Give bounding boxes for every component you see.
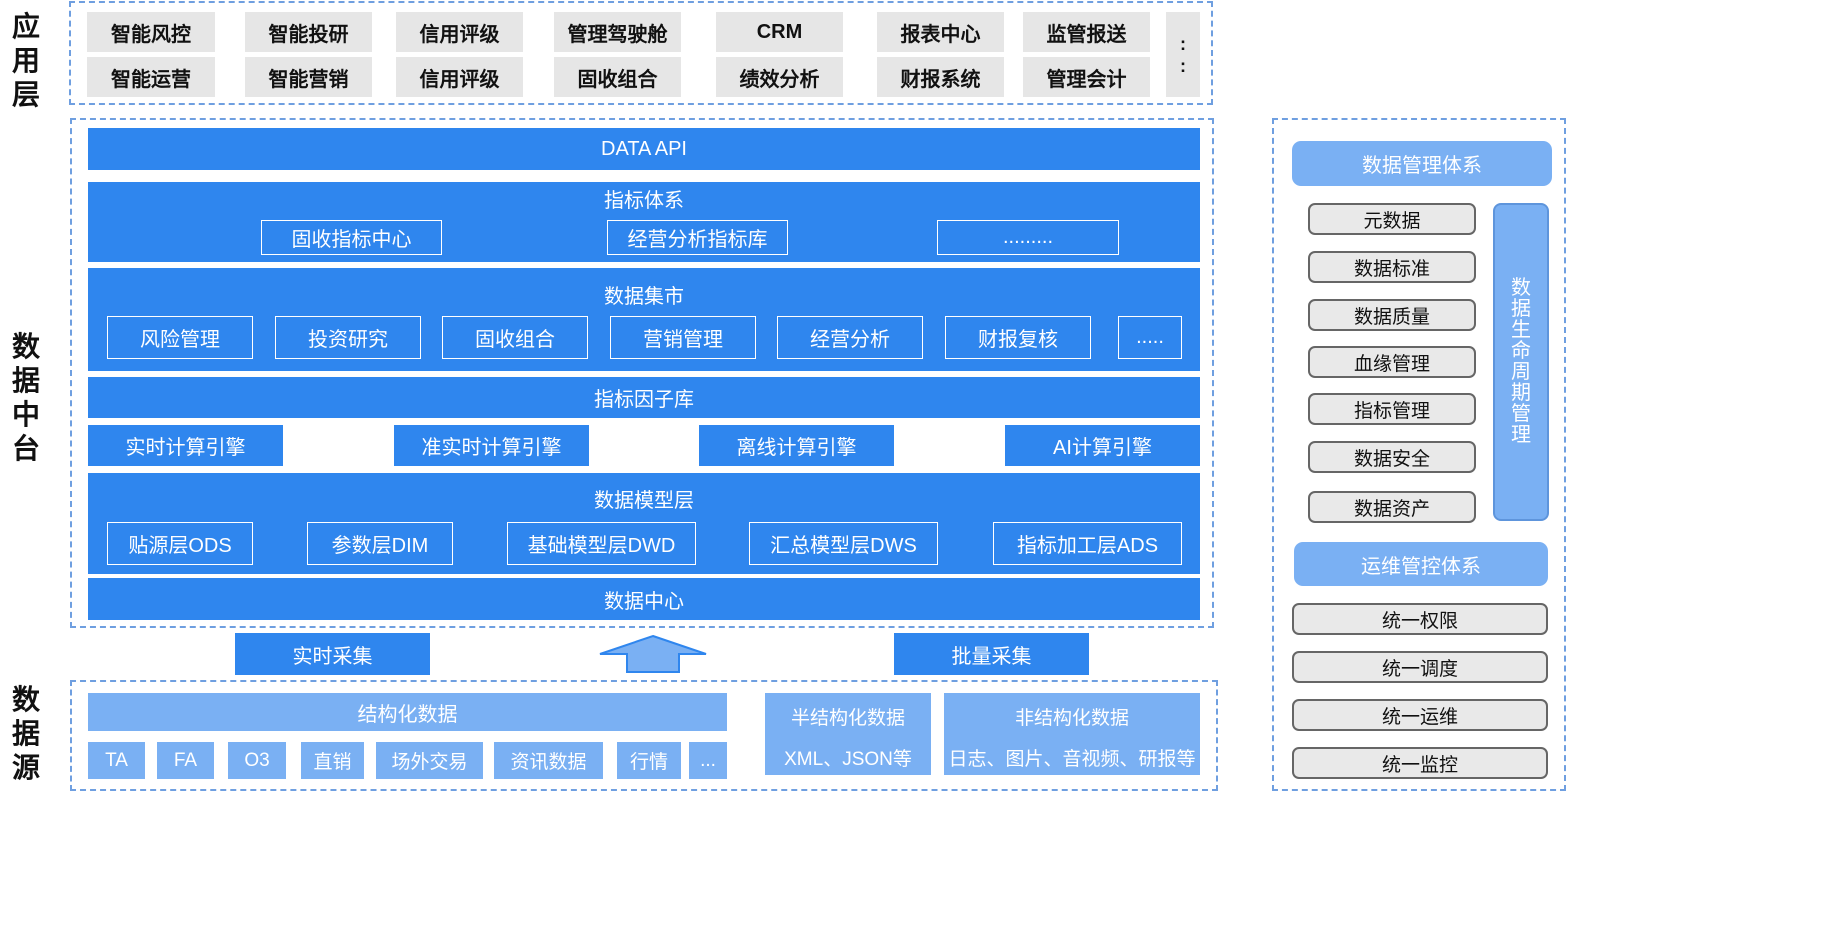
app-layer-frame — [69, 1, 1213, 105]
layer-label-source-text: 数据源 — [11, 684, 40, 783]
mgmt-item: 指标管理 — [1308, 393, 1476, 425]
indicator-item: 固收指标中心 — [261, 220, 442, 255]
mgmt-item: 数据质量 — [1308, 299, 1476, 331]
semi-structured-desc: XML、JSON等 — [784, 749, 912, 770]
data-mart-item: 营销管理 — [610, 316, 756, 359]
unstructured-panel: 非结构化数据 日志、图片、音视频、研报等 — [944, 693, 1200, 775]
app-row2-item: 固收组合 — [554, 57, 681, 97]
mgmt-item: 元数据 — [1308, 203, 1476, 235]
mgmt-system-header: 数据管理体系 — [1292, 141, 1552, 186]
layer-label-source: 数据源 — [8, 683, 44, 785]
source-item: ... — [689, 742, 727, 779]
model-layer-band: 数据模型层 贴源层ODS 参数层DIM 基础模型层DWD 汇总模型层DWS 指标… — [88, 473, 1200, 574]
semi-structured-panel: 半结构化数据 XML、JSON等 — [765, 693, 931, 775]
semi-structured-title: 半结构化数据 — [790, 708, 905, 729]
up-arrow-shape — [599, 634, 707, 673]
management-frame — [1272, 118, 1566, 791]
unstructured-desc: 日志、图片、音视频、研报等 — [948, 749, 1196, 770]
collect-batch: 批量采集 — [894, 633, 1089, 675]
ops-item: 统一权限 — [1292, 603, 1548, 635]
model-layer-title: 数据模型层 — [594, 490, 694, 512]
app-more: : : — [1166, 12, 1200, 97]
ops-item: 统一调度 — [1292, 651, 1548, 683]
layer-label-platform-text: 数据中台 — [11, 331, 40, 464]
indicator-item: ......... — [937, 220, 1119, 255]
data-mart-item: 经营分析 — [777, 316, 923, 359]
data-mart-item: 投资研究 — [275, 316, 421, 359]
engine-near-realtime: 准实时计算引擎 — [394, 425, 589, 466]
data-mart-item: 财报复核 — [945, 316, 1091, 359]
mgmt-item: 数据安全 — [1308, 441, 1476, 473]
structured-title: 结构化数据 — [88, 693, 727, 731]
source-item: 资讯数据 — [494, 742, 603, 779]
source-item: 行情 — [617, 742, 681, 779]
app-row1-item: 监管报送 — [1023, 12, 1150, 52]
unstructured-title: 非结构化数据 — [1014, 708, 1129, 729]
app-row2-item: 智能营销 — [245, 57, 372, 97]
layer-label-app-text: 应用层 — [11, 11, 40, 110]
source-item: TA — [88, 742, 145, 779]
data-center-bar: 数据中心 — [88, 578, 1200, 620]
app-row2-item: 绩效分析 — [716, 57, 843, 97]
layer-label-app: 应用层 — [8, 10, 44, 112]
app-row1-item: 智能风控 — [87, 12, 215, 52]
ops-item: 统一运维 — [1292, 699, 1548, 731]
layer-label-platform: 数据中台 — [8, 330, 44, 466]
model-layer-item: 贴源层ODS — [107, 522, 253, 565]
ops-system-header: 运维管控体系 — [1294, 542, 1548, 586]
mgmt-item: 数据资产 — [1308, 491, 1476, 523]
source-item: FA — [157, 742, 214, 779]
app-row1-item: 信用评级 — [396, 12, 523, 52]
data-mart-item: 风险管理 — [107, 316, 253, 359]
data-mart-band: 数据集市 风险管理 投资研究 固收组合 营销管理 经营分析 财报复核 ..... — [88, 268, 1200, 371]
engine-ai: AI计算引擎 — [1005, 425, 1200, 466]
app-row2-item: 管理会计 — [1023, 57, 1150, 97]
app-row1-item: 管理驾驶舱 — [554, 12, 681, 52]
source-item: 场外交易 — [376, 742, 483, 779]
source-frame — [70, 680, 1218, 791]
lifecycle-bar: 数据生命周期管理 — [1493, 203, 1549, 521]
platform-frame — [70, 118, 1214, 628]
lifecycle-text: 数据生命周期管理 — [1511, 277, 1531, 446]
data-api-bar: DATA API — [88, 128, 1200, 170]
app-row2-item: 智能运营 — [87, 57, 215, 97]
app-row1-item: 智能投研 — [245, 12, 372, 52]
factor-lib-bar: 指标因子库 — [88, 377, 1200, 418]
data-mart-item: ..... — [1118, 316, 1182, 359]
engine-realtime: 实时计算引擎 — [88, 425, 283, 466]
app-more-dots: : — [1180, 33, 1186, 54]
up-arrow-icon — [599, 634, 707, 673]
model-layer-item: 参数层DIM — [307, 522, 453, 565]
mgmt-item: 数据标准 — [1308, 251, 1476, 283]
source-item: 直销 — [301, 742, 364, 779]
indicator-system-band: 指标体系 固收指标中心 经营分析指标库 ......... — [88, 182, 1200, 262]
source-item: O3 — [228, 742, 286, 779]
model-layer-item: 汇总模型层DWS — [749, 522, 938, 565]
indicator-system-title: 指标体系 — [604, 190, 684, 212]
model-layer-item: 基础模型层DWD — [507, 522, 696, 565]
collect-realtime: 实时采集 — [235, 633, 430, 675]
model-layer-item: 指标加工层ADS — [993, 522, 1182, 565]
app-more-dots: : — [1180, 55, 1186, 76]
engine-offline: 离线计算引擎 — [699, 425, 894, 466]
data-mart-item: 固收组合 — [442, 316, 588, 359]
mgmt-item: 血缘管理 — [1308, 346, 1476, 378]
app-row2-item: 财报系统 — [877, 57, 1004, 97]
app-row1-item: 报表中心 — [877, 12, 1004, 52]
ops-item: 统一监控 — [1292, 747, 1548, 779]
indicator-item: 经营分析指标库 — [607, 220, 788, 255]
app-row2-item: 信用评级 — [396, 57, 523, 97]
data-mart-title: 数据集市 — [604, 286, 684, 308]
app-row1-item: CRM — [716, 12, 843, 52]
